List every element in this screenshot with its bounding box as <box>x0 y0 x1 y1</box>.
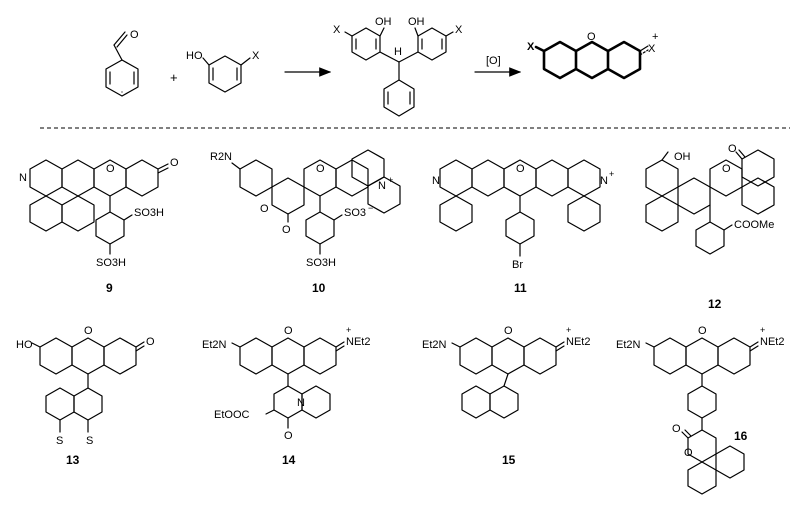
compound-16-et2n: Et2N <box>616 339 641 351</box>
compound-12-keto-o: O <box>728 143 737 155</box>
compound-15-ring-o: O <box>504 325 513 337</box>
compound-11-ring-o: O <box>516 163 525 175</box>
intermediate-oh-right: OH <box>408 16 425 28</box>
compound-10-so3h: SO3H <box>306 257 336 269</box>
compound-10-n: N <box>378 180 386 192</box>
compound-15-et2n: Et2N <box>422 339 447 351</box>
compound-11-n-right: N <box>600 175 608 187</box>
compound-16-lactone-o: O <box>684 447 693 459</box>
compound-10-ring-o: O <box>316 163 325 175</box>
intermediate-x-right: X <box>455 24 463 36</box>
compound-14-structure <box>231 337 345 429</box>
compound-9-label: 9 <box>106 281 113 295</box>
compound-13-ho: HO <box>16 339 33 351</box>
compound-12-ring-o: O <box>722 163 731 175</box>
compound-10-r2n: R2N <box>210 151 232 163</box>
intermediate-oh-left: OH <box>375 16 392 28</box>
phenol-x: X <box>252 50 260 62</box>
compound-14-keto-o: O <box>284 430 293 442</box>
compound-9-ring-o: O <box>106 163 115 175</box>
compound-16-structure <box>645 337 759 495</box>
compound-15-label: 15 <box>502 453 516 467</box>
compound-16-charge: + <box>760 325 765 335</box>
compound-9-so3h-2: SO3H <box>96 257 126 269</box>
compound-11-structure <box>439 159 601 257</box>
compound-16-net2: NEt2 <box>760 336 784 348</box>
compound-11-charge: + <box>609 169 614 179</box>
phenol-structure <box>202 55 251 93</box>
oxidant-label: [O] <box>486 55 501 67</box>
compound-12-coome: COOMe <box>734 219 774 231</box>
intermediate-h: H <box>394 46 402 58</box>
compound-14-n: N <box>297 397 305 409</box>
compound-14-label: 14 <box>282 453 296 467</box>
compound-12-label: 12 <box>708 297 722 311</box>
compound-13-label: 13 <box>66 453 80 467</box>
compound-13-s-left: S <box>56 435 63 447</box>
intermediate-x-left: X <box>333 24 341 36</box>
product-x-right: X <box>648 43 656 55</box>
compound-9-n: N <box>19 172 27 184</box>
compound-10-structure <box>231 149 401 255</box>
compound-15-charge: + <box>566 325 571 335</box>
compound-12-structure <box>645 149 775 255</box>
compound-14-etooc: EtOOC <box>214 409 250 421</box>
compound-16-carbonyl-o: O <box>672 423 681 435</box>
xanthylium-product-structure <box>534 40 649 80</box>
compound-12-oh: OH <box>674 151 691 163</box>
compound-16-ring-o: O <box>698 325 707 337</box>
compound-9-structure <box>29 159 169 255</box>
compound-11-n-left: N <box>432 175 440 187</box>
compound-14-net2: NEt2 <box>346 336 370 348</box>
compound-13-keto-o: O <box>146 336 155 348</box>
compound-13-structure <box>31 337 145 433</box>
product-ring-o: O <box>587 31 596 43</box>
benzaldehyde-o: O <box>130 29 139 41</box>
compound-11-br: Br <box>512 259 523 271</box>
compound-15-net2: NEt2 <box>566 336 590 348</box>
phenol-ho: HO <box>186 50 203 62</box>
compound-10-so3: SO3 <box>344 207 366 219</box>
compound-10-carbonyl-o: O <box>282 224 291 236</box>
compound-10-lactone-o: O <box>260 203 269 215</box>
compound-14-et2n: Et2N <box>202 339 227 351</box>
triarylmethane-structure <box>344 27 454 117</box>
compound-16-label: 16 <box>734 429 748 443</box>
compound-15-structure <box>451 337 565 419</box>
compound-10-charge: + <box>388 175 393 185</box>
compound-13-ring-o: O <box>84 325 93 337</box>
product-charge: + <box>652 31 658 43</box>
benzaldehyde-structure <box>105 31 139 97</box>
product-x-left: X <box>527 41 535 53</box>
compound-10-label: 10 <box>312 281 326 295</box>
compound-11-label: 11 <box>514 281 527 295</box>
compound-9-keto-o: O <box>170 157 179 169</box>
compound-9-so3h-1: SO3H <box>134 207 164 219</box>
compound-10-anion: − <box>368 203 373 213</box>
compound-13-s-right: S <box>86 435 93 447</box>
plus-sign: + <box>170 70 178 85</box>
compound-14-charge: + <box>346 325 351 335</box>
compound-14-ring-o: O <box>284 325 293 337</box>
